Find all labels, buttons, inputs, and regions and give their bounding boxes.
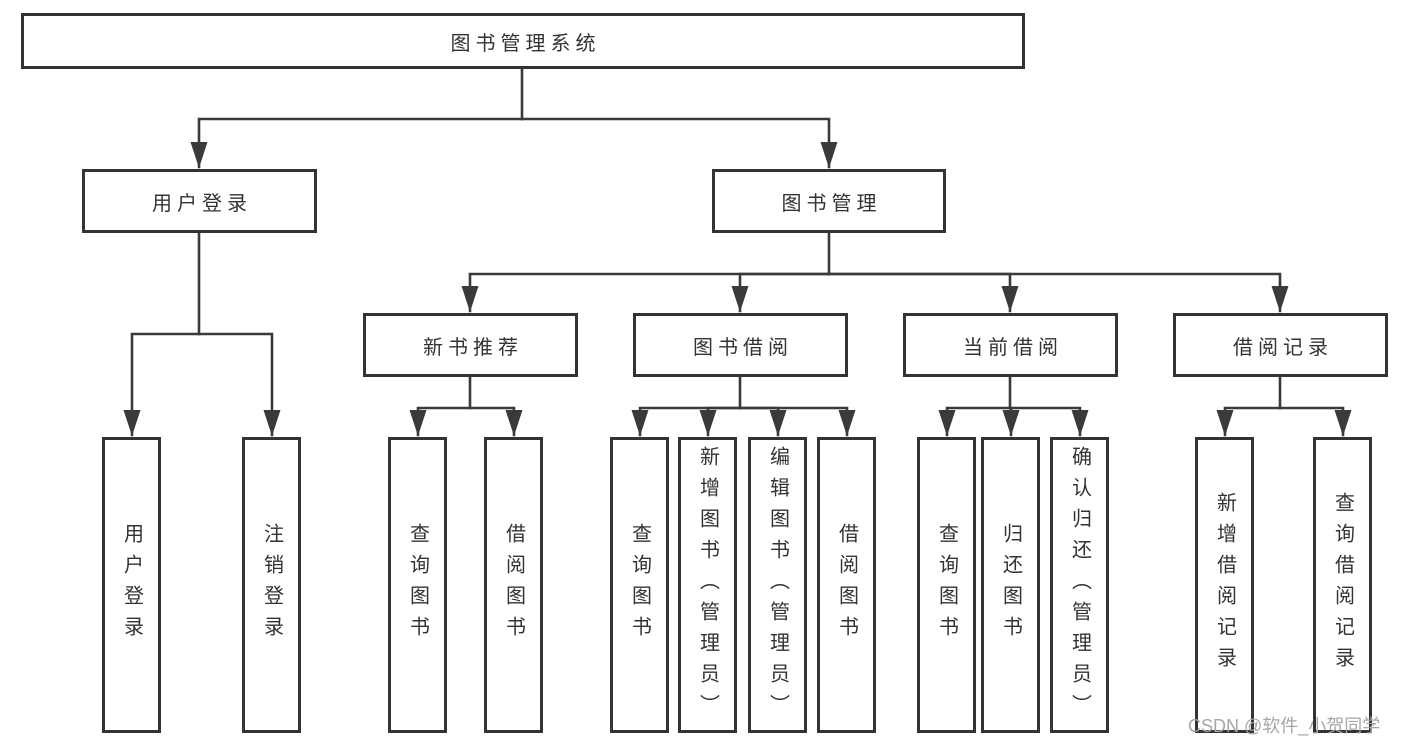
node-current-borrow: 当前借阅 — [903, 313, 1118, 377]
node-label: 新增借阅记录 — [1213, 492, 1236, 678]
node-label: 借阅图书 — [835, 523, 858, 647]
node-label: 查询图书 — [406, 523, 429, 647]
leaf-confirm-return-admin: 确认归还（管理员） — [1050, 437, 1109, 733]
connector-to-current-borrow — [827, 272, 1019, 313]
node-label: 编辑图书（管理员） — [766, 445, 789, 725]
node-label: 图书管理系统 — [450, 32, 601, 55]
connector-to-leaf-confirm-return — [1008, 406, 1089, 437]
node-label: 查询借阅记录 — [1331, 492, 1354, 678]
connector-to-leaf-borrow-book-1 — [468, 406, 523, 437]
connector-to-leaf-edit-book — [738, 406, 787, 437]
connector-root-to-book-management — [520, 117, 838, 169]
leaf-logout: 注销登录 — [242, 437, 301, 733]
node-label: 用户登录 — [120, 523, 143, 647]
node-label: 图书借阅 — [693, 336, 793, 359]
connector-to-leaf-borrow-book-2 — [738, 406, 856, 437]
node-label: 用户登录 — [152, 192, 252, 215]
node-label: 当前借阅 — [963, 336, 1063, 359]
node-root-library-system: 图书管理系统 — [21, 13, 1025, 69]
leaf-query-books-2: 查询图书 — [610, 437, 669, 733]
leaf-edit-book-admin: 编辑图书（管理员） — [748, 437, 807, 733]
connector-to-leaf-user-login — [123, 332, 201, 437]
leaf-add-book-admin: 新增图书（管理员） — [678, 437, 737, 733]
connector-to-book-borrow — [731, 272, 831, 313]
node-label: 归还图书 — [999, 523, 1022, 647]
watermark-text: CSDN @软件_小贺同学 — [1188, 716, 1381, 736]
node-book-borrow: 图书借阅 — [633, 313, 848, 377]
node-label: 借阅记录 — [1233, 336, 1333, 359]
leaf-borrow-book-1: 借阅图书 — [484, 437, 543, 733]
node-label: 借阅图书 — [502, 523, 525, 647]
connector-to-leaf-query-books-3 — [938, 406, 1012, 437]
node-book-management: 图书管理 — [712, 169, 946, 233]
connector-to-leaf-query-books-1 — [409, 406, 472, 437]
node-label: 查询图书 — [935, 523, 958, 647]
connector-to-leaf-logout — [197, 332, 281, 437]
leaf-user-login: 用户登录 — [102, 437, 161, 733]
node-label: 图书管理 — [781, 192, 882, 215]
leaf-return-book: 归还图书 — [981, 437, 1040, 733]
leaf-query-borrow-record: 查询借阅记录 — [1313, 437, 1372, 733]
connector-to-leaf-query-borrow-record — [1278, 406, 1352, 437]
connector-root-to-user-login — [190, 117, 524, 169]
node-label: 查询图书 — [628, 523, 651, 647]
connector-to-borrow-records — [827, 272, 1289, 313]
connector-to-leaf-add-book — [699, 406, 742, 437]
leaf-query-books-3: 查询图书 — [917, 437, 976, 733]
node-label: 确认归还（管理员） — [1068, 445, 1091, 725]
leaf-borrow-book-2: 借阅图书 — [817, 437, 876, 733]
connector-to-leaf-query-books-2 — [631, 406, 742, 437]
connector-to-leaf-add-borrow-record — [1216, 406, 1282, 437]
connector-to-leaf-return-book — [1002, 406, 1020, 437]
node-label: 注销登录 — [260, 523, 283, 647]
connector-to-new-book-recommend — [461, 272, 831, 313]
node-label: 新增图书（管理员） — [696, 445, 719, 725]
node-new-book-recommend: 新书推荐 — [363, 313, 578, 377]
node-user-login: 用户登录 — [82, 169, 317, 233]
node-borrow-records: 借阅记录 — [1173, 313, 1388, 377]
leaf-add-borrow-record: 新增借阅记录 — [1195, 437, 1254, 733]
leaf-query-books-1: 查询图书 — [388, 437, 447, 733]
node-label: 新书推荐 — [423, 336, 523, 359]
